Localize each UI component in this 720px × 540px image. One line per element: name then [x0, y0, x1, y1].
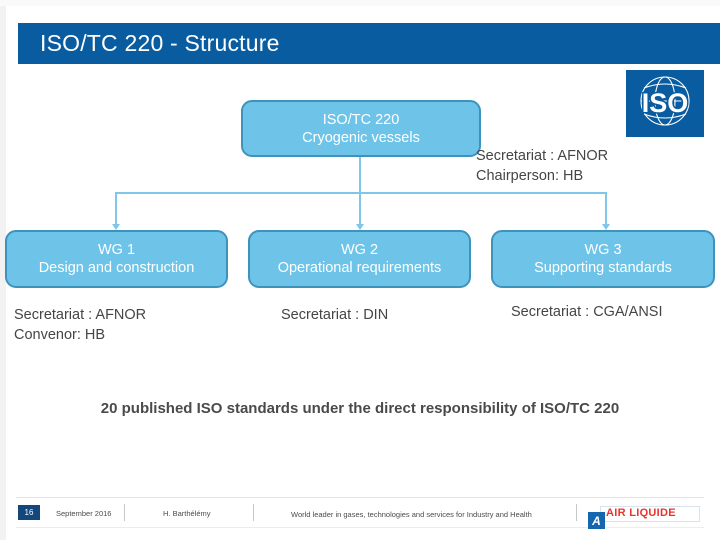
footer-separator-3 — [576, 504, 577, 521]
footer-divider-top — [16, 497, 704, 498]
node-wg-2[interactable]: WG 2 Operational requirements — [248, 230, 471, 288]
footer-author: H. Barthélémy — [163, 509, 211, 518]
footer-divider-bottom — [16, 527, 704, 528]
node-title-line2: Cryogenic vessels — [302, 129, 420, 146]
node-title-line1: ISO/TC 220 — [322, 111, 400, 128]
node-wg1-line2: Design and construction — [38, 260, 195, 276]
air-liquide-wordmark: AIR LIQUIDE — [606, 507, 676, 519]
node-wg1-line1: WG 1 — [97, 242, 136, 258]
connector-wg3-arrowhead — [602, 224, 610, 230]
footer-date: September 2016 — [56, 509, 112, 518]
footer-slogan: World leader in gases, technologies and … — [291, 510, 532, 519]
node-wg2-line2: Operational requirements — [277, 260, 442, 276]
caption-wg-3: Secretariat : CGA/ANSI — [511, 304, 663, 320]
svg-text:ISO: ISO — [642, 88, 689, 118]
node-wg3-line2: Supporting standards — [534, 260, 672, 276]
connector-wg2-arrowhead — [356, 224, 364, 230]
statement-text: 20 published ISO standards under the dir… — [100, 400, 620, 417]
node-wg-3[interactable]: WG 3 Supporting standards — [491, 230, 715, 288]
title-bar — [18, 23, 720, 64]
page-number-badge: 16 — [18, 505, 40, 520]
node-wg3-line1: WG 3 — [584, 242, 622, 258]
connector-wg3-vertical — [605, 192, 607, 224]
connector-wg1-arrowhead — [112, 224, 120, 230]
node-wg-1[interactable]: WG 1 Design and construction — [5, 230, 228, 288]
caption-wg-2: Secretariat : DIN — [281, 307, 389, 323]
caption-wg-1: Secretariat : AFNOR Convenor: HB — [14, 307, 147, 343]
air-liquide-logo: A AIR LIQUIDE — [588, 506, 706, 530]
connector-wg1-vertical — [115, 192, 117, 224]
page-margin-top — [0, 0, 720, 6]
connector-wg2-vertical — [359, 192, 361, 224]
node-iso-tc-220[interactable]: ISO/TC 220 Cryogenic vessels — [241, 100, 481, 157]
connector-horizontal-bus — [115, 192, 607, 194]
footer-separator-1 — [124, 504, 125, 521]
page-margin-left — [0, 0, 6, 540]
footer-separator-2 — [253, 504, 254, 521]
page-title: ISO/TC 220 - Structure — [40, 30, 280, 56]
connector-root-vertical — [359, 157, 361, 193]
iso-logo: ISO — [626, 70, 704, 137]
air-liquide-mark-icon: A — [588, 512, 605, 529]
caption-iso-tc-220: Secretariat : AFNOR Chairperson: HB — [476, 148, 609, 184]
node-wg2-line1: WG 2 — [340, 242, 379, 258]
